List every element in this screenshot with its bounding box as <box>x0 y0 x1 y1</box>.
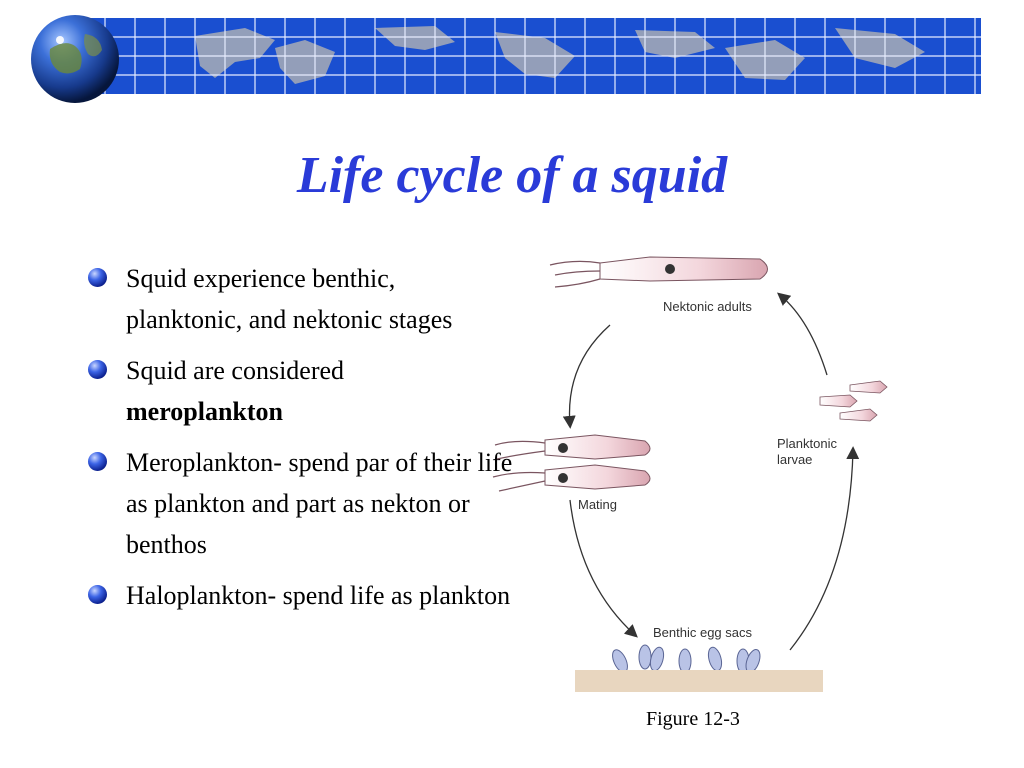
arrow-mating-to-eggs <box>569 499 638 638</box>
arrow-eggs-to-larvae <box>789 446 860 651</box>
label-larvae: larvae <box>777 452 812 467</box>
bullet-icon <box>88 452 107 471</box>
bullet-icon <box>88 268 107 287</box>
nektonic-adult-squid-icon <box>549 256 768 288</box>
figure-caption: Figure 12-3 <box>646 708 740 730</box>
bullet-item: Squid experience benthic, planktonic, an… <box>88 258 518 340</box>
seafloor <box>575 670 823 692</box>
label-planktonic: Planktonic <box>777 436 837 451</box>
bullet-text: Squid are considered <box>126 356 345 385</box>
label-mating: Mating <box>578 497 617 512</box>
squid-life-cycle-diagram: Nektonic adults Planktonic larvae Mating… <box>492 256 888 692</box>
world-map-banner <box>75 18 981 94</box>
label-nektonic-adults: Nektonic adults <box>663 299 752 314</box>
bullet-text: Meroplankton- spend par of their life as… <box>126 448 513 559</box>
egg-sacs-icon <box>612 644 761 674</box>
bullet-list: Squid experience benthic, planktonic, an… <box>88 258 518 626</box>
bullet-item: Haloplankton- spend life as plankton <box>88 575 518 616</box>
arrow-larvae-to-adults <box>777 292 828 376</box>
bullet-text: Squid experience benthic, planktonic, an… <box>126 264 453 334</box>
bullet-icon <box>88 585 107 604</box>
mating-squids-icon <box>492 434 651 492</box>
arrow-adults-to-mating <box>562 324 611 429</box>
planktonic-larvae-icon <box>819 380 888 422</box>
bullet-text: Haloplankton- spend life as plankton <box>126 581 511 610</box>
bullet-icon <box>88 360 107 379</box>
label-benthic-egg-sacs: Benthic egg sacs <box>653 625 753 640</box>
bullet-bold-term: meroplankton <box>126 397 283 426</box>
slide-title: Life cycle of a squid <box>296 147 728 204</box>
globe-logo <box>30 14 120 104</box>
bullet-item: Meroplankton- spend par of their life as… <box>88 442 518 565</box>
bullet-item: Squid are considered meroplankton <box>88 350 518 432</box>
